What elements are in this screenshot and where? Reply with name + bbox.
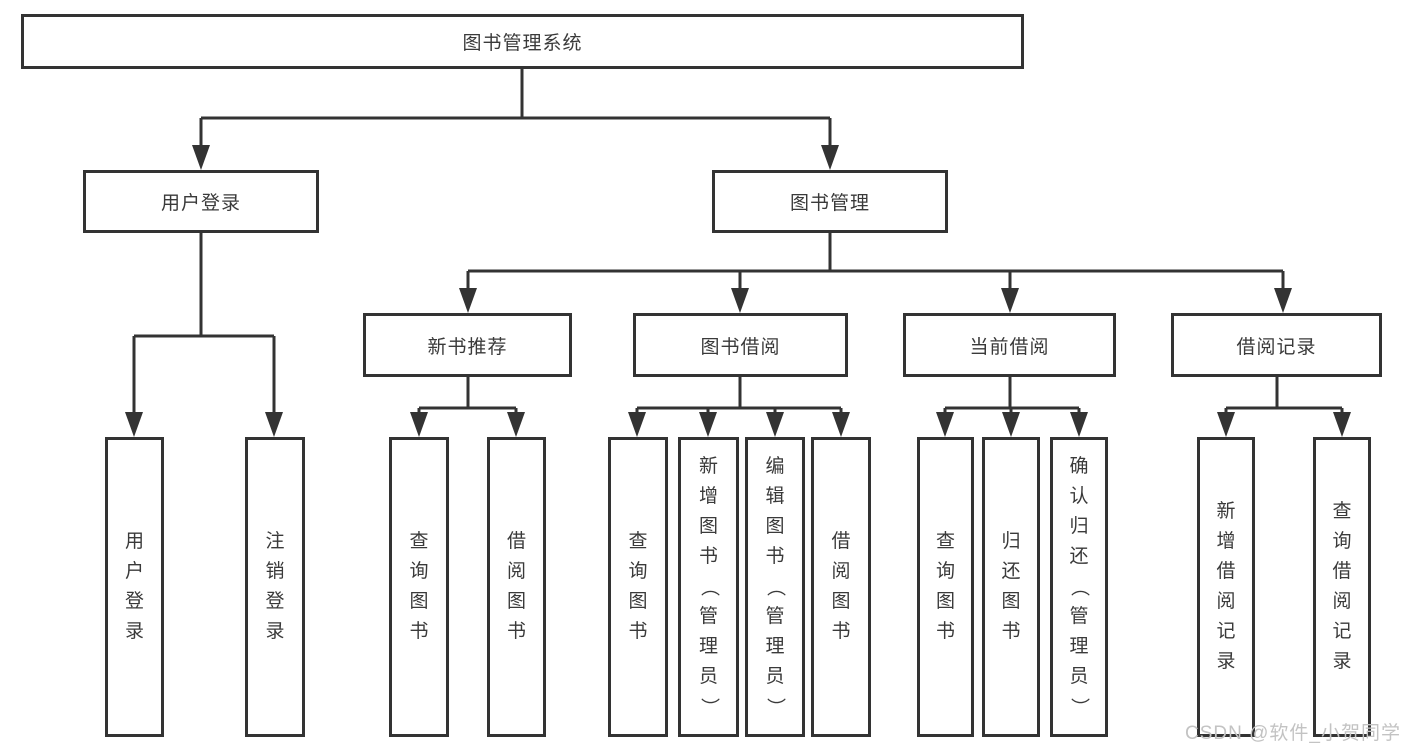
node-library-management-system: 图书管理系统 [21, 14, 1024, 69]
node-return-book: 归还图书 [982, 437, 1040, 737]
node-user-login: 用户登录 [83, 170, 319, 233]
node-add-book-admin: 新增图书（管理员） [678, 437, 739, 737]
node-new-book-recommend: 新书推荐 [363, 313, 572, 377]
arrowhead-icon [125, 145, 1351, 437]
node-confirm-return-admin: 确认归还（管理员） [1050, 437, 1108, 737]
node-book-borrow: 图书借阅 [633, 313, 848, 377]
node-borrow-records: 借阅记录 [1171, 313, 1382, 377]
node-book-management: 图书管理 [712, 170, 948, 233]
node-logout: 注销登录 [245, 437, 305, 737]
node-add-borrow-record: 新增借阅记录 [1197, 437, 1255, 737]
node-borrow-book-1: 借阅图书 [487, 437, 546, 737]
node-query-books-2: 查询图书 [608, 437, 668, 737]
watermark: CSDN @软件_小贺同学 [1185, 723, 1401, 744]
node-current-borrow: 当前借阅 [903, 313, 1116, 377]
node-edit-book-admin: 编辑图书（管理员） [745, 437, 805, 737]
node-query-books-1: 查询图书 [389, 437, 449, 737]
node-query-books-3: 查询图书 [917, 437, 974, 737]
node-login: 用户登录 [105, 437, 164, 737]
node-query-borrow-record: 查询借阅记录 [1313, 437, 1371, 737]
node-borrow-book-2: 借阅图书 [811, 437, 871, 737]
